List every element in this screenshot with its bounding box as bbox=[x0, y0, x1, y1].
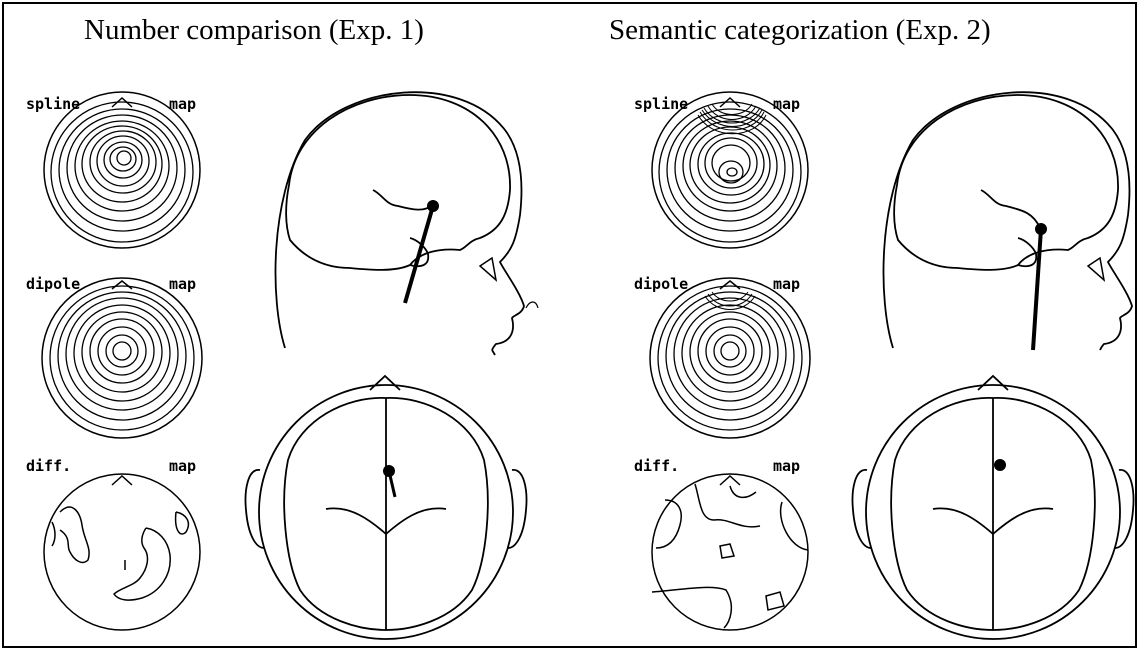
title-semantic-categorization: Semantic categorization (Exp. 2) bbox=[609, 14, 991, 46]
dipole-map-right bbox=[649, 277, 811, 439]
dense-contours-right bbox=[697, 103, 767, 135]
axial-head-right bbox=[851, 374, 1135, 640]
label-diff-left: diff. bbox=[26, 457, 72, 475]
spline-map-right bbox=[651, 91, 809, 249]
label-map-diff-right: map bbox=[773, 457, 801, 475]
label-map-dipole-left: map bbox=[169, 275, 197, 293]
label-map-diff-left: map bbox=[169, 457, 197, 475]
title-number-comparison: Number comparison (Exp. 1) bbox=[84, 14, 424, 46]
label-diff-right: diff. bbox=[634, 457, 680, 475]
label-map-dipole-right: map bbox=[773, 275, 801, 293]
label-map-spline-left: map bbox=[169, 95, 197, 113]
axial-head-left bbox=[244, 374, 528, 640]
sagittal-head-right bbox=[882, 91, 1133, 351]
dipole-marker-sagittal-right bbox=[1031, 223, 1047, 351]
spline-map-left bbox=[43, 91, 201, 249]
dipole-map-left bbox=[41, 277, 203, 439]
dipole-marker-axial-left bbox=[383, 465, 397, 498]
label-spline-right: spline bbox=[634, 95, 689, 113]
label-dipole-right: dipole bbox=[634, 275, 689, 293]
diff-map-right bbox=[651, 473, 809, 631]
label-spline-left: spline bbox=[26, 95, 81, 113]
dipole-marker-axial-right bbox=[994, 459, 1006, 471]
label-dipole-left: dipole bbox=[26, 275, 81, 293]
diff-map-left bbox=[43, 473, 201, 631]
label-map-spline-right: map bbox=[773, 95, 801, 113]
sagittal-head-left bbox=[274, 91, 539, 356]
dipole-marker-sagittal-left bbox=[403, 200, 439, 304]
